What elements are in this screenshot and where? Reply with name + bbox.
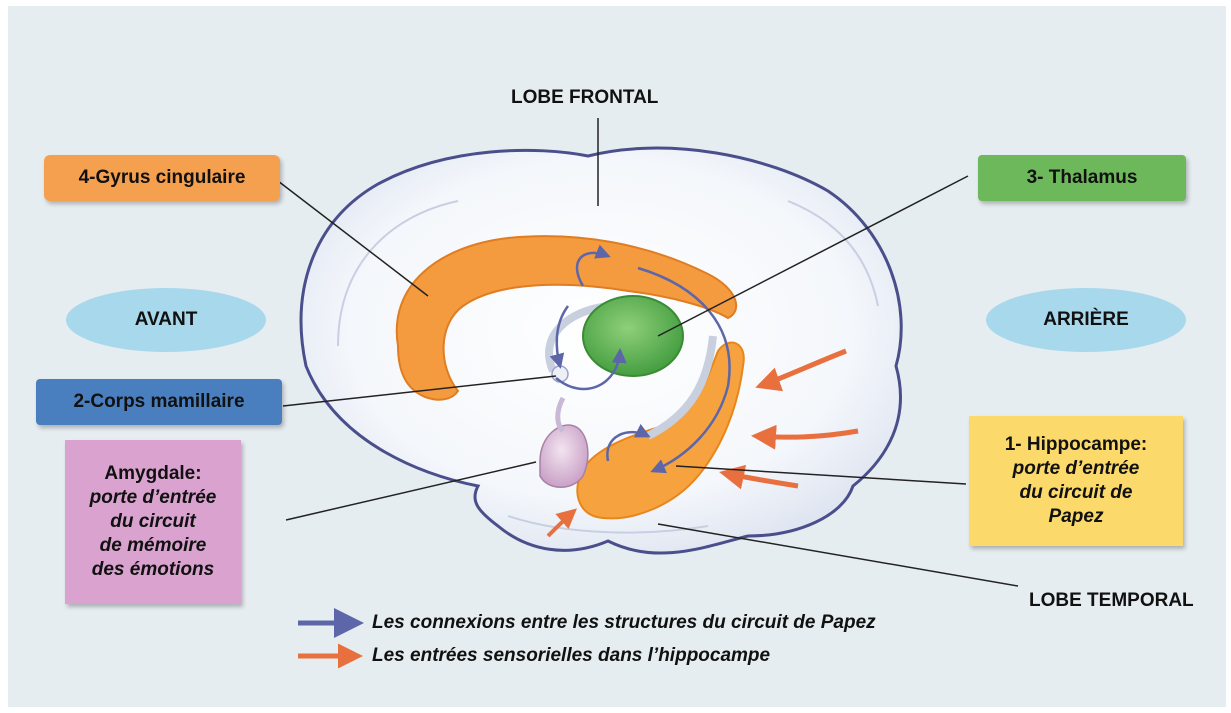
hippocampe-title: 1- Hippocampe: (1005, 433, 1148, 457)
amygdale-line-4: des émotions (92, 558, 214, 582)
legend-connections: Les connexions entre les structures du c… (296, 610, 876, 636)
thalamus-label: 3- Thalamus (1027, 166, 1138, 190)
lobe-temporal-label: LOBE TEMPORAL (1029, 589, 1194, 613)
gyrus-cingulaire-box: 4-Gyrus cingulaire (44, 155, 280, 201)
legend-sensory: Les entrées sensorielles dans l’hippocam… (296, 643, 770, 669)
gyrus-cingulaire-label: 4-Gyrus cingulaire (79, 166, 246, 190)
lobe-frontal-label: LOBE FRONTAL (511, 86, 658, 110)
amygdale-title: Amygdale: (104, 462, 201, 486)
hippocampe-line-3: Papez (1049, 505, 1104, 529)
legend-sensory-text: Les entrées sensorielles dans l’hippocam… (372, 645, 770, 667)
diagram-canvas: LOBE FRONTAL LOBE TEMPORAL AVANT ARRIÈRE… (8, 6, 1226, 707)
amygdale-box: Amygdale: porte d’entrée du circuit de m… (65, 440, 241, 604)
hippocampe-line-1: porte d’entrée (1013, 457, 1140, 481)
hippocampe-box: 1- Hippocampe: porte d’entrée du circuit… (969, 416, 1183, 546)
legend-connections-text: Les connexions entre les structures du c… (372, 612, 876, 634)
corps-mamillaire-label: 2-Corps mamillaire (73, 390, 244, 414)
amygdale-line-3: de mémoire (100, 534, 207, 558)
avant-label: AVANT (135, 309, 198, 331)
amygdale-line-2: du circuit (110, 510, 196, 534)
leader-lobe-temporal (658, 524, 1018, 586)
amygdale-line-1: porte d’entrée (90, 486, 217, 510)
corps-mamillaire-box: 2-Corps mamillaire (36, 379, 282, 425)
arriere-label: ARRIÈRE (1043, 309, 1129, 331)
hippocampe-line-2: du circuit de (1020, 481, 1133, 505)
arriere-ellipse: ARRIÈRE (986, 288, 1186, 352)
avant-ellipse: AVANT (66, 288, 266, 352)
thalamus (583, 296, 683, 376)
thalamus-box: 3- Thalamus (978, 155, 1186, 201)
